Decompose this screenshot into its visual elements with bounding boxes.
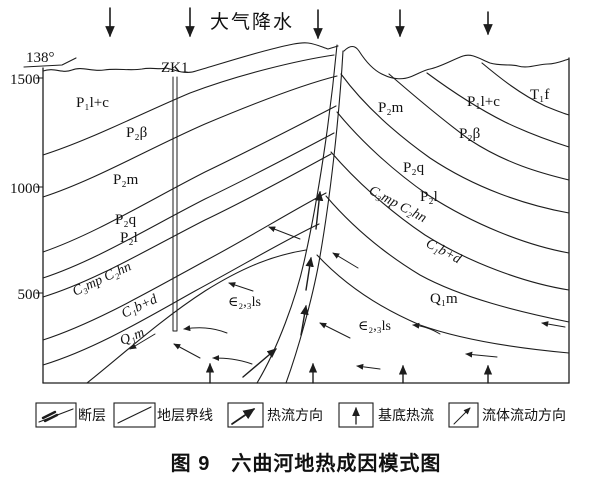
stratum-boundary-line [325, 195, 570, 323]
fluid-flow-arrow [129, 333, 156, 350]
stratum-label: Q₁m [430, 291, 458, 307]
fluid-flow-arrow [212, 355, 253, 365]
figure-caption: 图 9 六曲河地热成因模式图 [171, 451, 442, 475]
legend-label: 断层 [78, 407, 106, 423]
legend-item-basement-heat: 基底热流 [338, 402, 434, 428]
precipitation-label: 大气降水 [210, 11, 294, 33]
stratum-label: P₂m [113, 172, 139, 188]
stratum-label: P₂q [403, 160, 425, 176]
tick-500: 500 [18, 287, 41, 303]
tick-1000: 1000 [10, 181, 40, 197]
stratum-label: ∈₂,₃ls [228, 295, 261, 310]
stratum-boundary-line [330, 151, 570, 291]
stratum-boundary-line [42, 105, 337, 253]
stratum-boundary-line [42, 223, 320, 366]
section-frame [35, 57, 570, 384]
fluid-flow-arrows [129, 226, 566, 370]
tick-1500: 1500 [10, 72, 40, 88]
stratum-label: P₁l+c [467, 94, 500, 110]
stratum-boundary-line [340, 73, 570, 214]
heat-flow-arrow [242, 348, 277, 378]
fluid-flow-arrow [356, 363, 381, 370]
bearing-underline [23, 57, 77, 68]
east-strata-boundaries [316, 62, 570, 354]
stratum-boundary-icon [117, 406, 152, 424]
fluid-flow-arrow [173, 343, 201, 359]
basement-heat-arrows [205, 362, 493, 384]
fault-line-east [285, 50, 344, 384]
fault-upflow-arrows [242, 190, 324, 378]
stratum-label: P₂q [115, 212, 137, 228]
stratum-boundary-line [42, 75, 338, 198]
fault-symbol-icon [41, 410, 59, 423]
fluid-flow-arrow [268, 226, 301, 240]
stratum-boundary-line [388, 73, 570, 181]
stratum-label: C₁b+d [423, 236, 464, 267]
stratum-label: C₃mp C₂hn [70, 259, 133, 299]
legend-label: 流体流动方向 [482, 407, 566, 423]
stratum-boundary-line [86, 249, 307, 384]
heat-flow-arrow [305, 256, 314, 291]
heat-flow-arrow [300, 304, 309, 336]
fluid-flow-arrow [183, 325, 228, 334]
fault-zone [256, 44, 344, 384]
borehole-lines [172, 76, 178, 332]
legend-label: 地层界线 [157, 407, 213, 423]
legend-item-fault: 断层 [35, 402, 106, 428]
heat-flow-arrow [314, 190, 324, 230]
precipitation-arrows [105, 7, 493, 40]
legend-item-fluid-flow: 流体流动方向 [448, 402, 566, 428]
fluid-flow-arrow [541, 321, 566, 328]
fluid-flow-arrow [228, 282, 254, 292]
borehole-label: ZK1 [161, 60, 189, 76]
stratum-label: P₂l [420, 189, 438, 205]
stratum-label: P₁l+c [76, 95, 109, 111]
stratum-boundary-line [336, 111, 570, 254]
stratum-label: P₂m [378, 100, 404, 116]
stratum-label: P₂β [459, 126, 480, 142]
legend-label: 基底热流 [378, 407, 434, 423]
stratum-boundary-line [42, 54, 335, 156]
ground-surface-line-west [42, 42, 339, 74]
stratum-boundary-line [481, 62, 570, 116]
legend-label: 热流方向 [267, 407, 323, 423]
stratum-label: P₂β [126, 125, 147, 141]
fluid-flow-arrow-icon [453, 407, 471, 425]
legend-box [448, 402, 479, 428]
stratum-boundary-line [42, 132, 335, 279]
stratum-boundary-line [42, 153, 332, 298]
legend-box [338, 402, 374, 428]
stratum-label: ∈₂,₃ls [358, 319, 391, 334]
stratum-boundary-line [426, 72, 570, 148]
stratum-label: P₂l [120, 230, 138, 246]
axis-ticks [35, 77, 44, 294]
heat-flow-arrow-icon [231, 408, 256, 425]
fluid-flow-arrow [465, 351, 498, 358]
legend-box [35, 402, 77, 428]
legend-item-heat-flow: 热流方向 [227, 402, 323, 428]
stratum-boundary-line [316, 254, 570, 354]
legend: 断层 地层界线 热流方向 基底热流 流体流动方向 [35, 402, 566, 428]
ground-surface-line-east [343, 45, 570, 80]
legend-box [113, 402, 156, 428]
strata-labels: P₁l+c P₂β P₂m P₂q P₂l C₃mp C₂hn C₁b+d Q₁… [70, 87, 549, 349]
legend-box [227, 402, 264, 428]
stratum-label: T₁f [530, 87, 549, 103]
borehole-zk1 [172, 76, 178, 332]
section-bearing-label: 138° [26, 50, 55, 66]
fluid-flow-arrow [412, 322, 441, 335]
fluid-flow-arrow [319, 322, 351, 339]
fault-line-west [256, 44, 338, 384]
fluid-flow-arrow [332, 252, 359, 269]
ground-surface [42, 42, 570, 80]
stratum-boundary-line [42, 192, 327, 341]
legend-item-stratum-boundary: 地层界线 [113, 402, 213, 428]
west-strata-boundaries [42, 54, 338, 384]
